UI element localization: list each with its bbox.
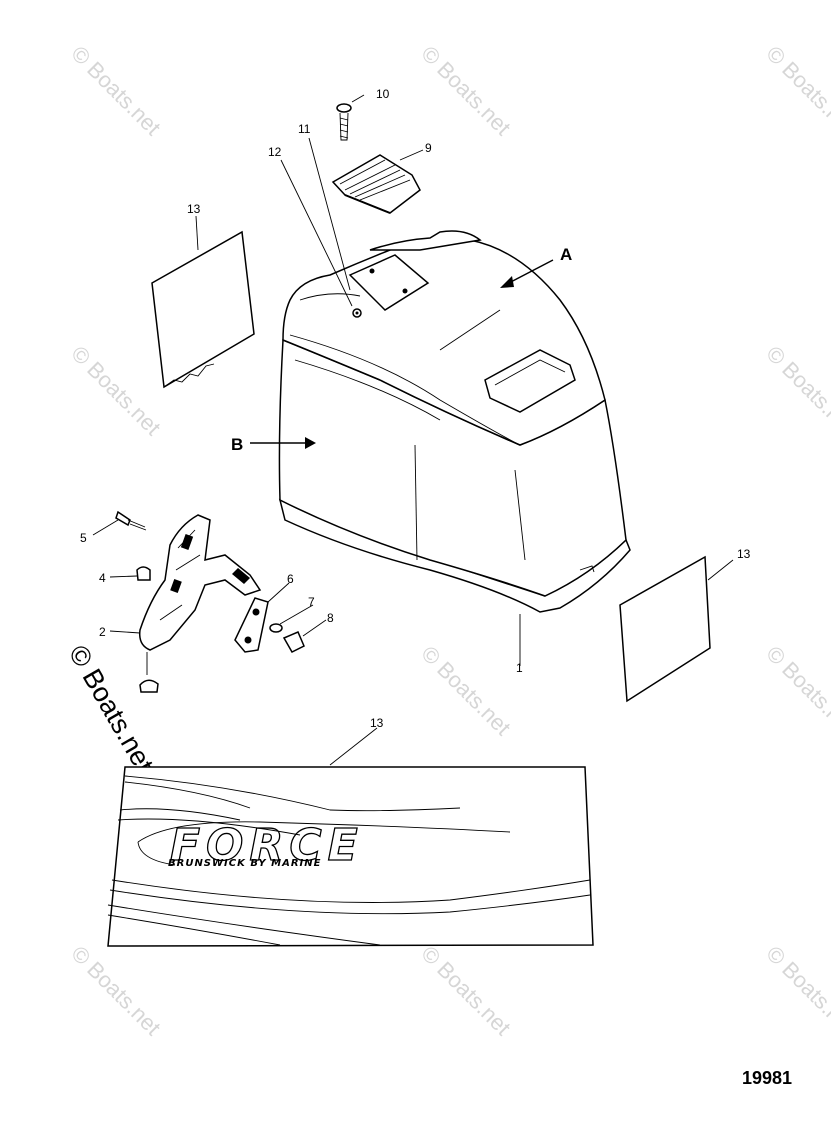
callout-9: 9: [425, 141, 432, 155]
watermark: © Boats.net: [761, 641, 831, 740]
callout-11: 11: [298, 122, 311, 136]
decal-13-right: [619, 555, 711, 703]
callout-B: B: [231, 435, 243, 454]
callout-7: 7: [308, 595, 315, 609]
watermark: © Boats.net: [66, 941, 165, 1040]
callout-5: 5: [80, 531, 87, 545]
watermark: © Boats.net: [761, 341, 831, 440]
callout-12: 12: [268, 145, 282, 159]
callout-10: 10: [376, 87, 390, 101]
watermark: © Boats.net: [416, 41, 515, 140]
screw-10: [336, 103, 352, 141]
watermark-dark: © Boats.net: [63, 640, 160, 778]
callout-13-top-left: 13: [187, 202, 201, 216]
callouts: 10 9 11 12 13 A B 13 5 4 6 7 8 2 1 13: [80, 87, 751, 730]
watermark: © Boats.net: [761, 941, 831, 1040]
decal-brand-text: FORCE: [170, 820, 364, 871]
force-decal-13: FORCE BRUNSWICK BY MARINE: [107, 766, 594, 947]
callout-A: A: [560, 245, 572, 264]
watermark: © Boats.net: [66, 341, 165, 440]
callout-8: 8: [327, 611, 334, 625]
top-cowl: [278, 230, 631, 613]
bracket-assembly: [115, 510, 305, 693]
decal-13-top-left: [151, 230, 255, 389]
leader-lines: [92, 94, 734, 766]
watermark: © Boats.net: [416, 641, 515, 740]
callout-13-bottom: 13: [370, 716, 384, 730]
watermark: © Boats.net: [66, 41, 165, 140]
watermark: © Boats.net: [416, 941, 515, 1040]
callout-13-right: 13: [737, 547, 751, 561]
callout-1: 1: [516, 661, 523, 675]
callout-2: 2: [99, 625, 106, 639]
decal-tagline-text: BRUNSWICK BY MARINE: [168, 858, 321, 869]
watermark: © Boats.net: [761, 41, 831, 140]
callout-4: 4: [99, 571, 106, 585]
cover-plate-9: [331, 154, 421, 214]
callout-6: 6: [287, 572, 294, 586]
figure-number: 19981: [742, 1068, 792, 1088]
